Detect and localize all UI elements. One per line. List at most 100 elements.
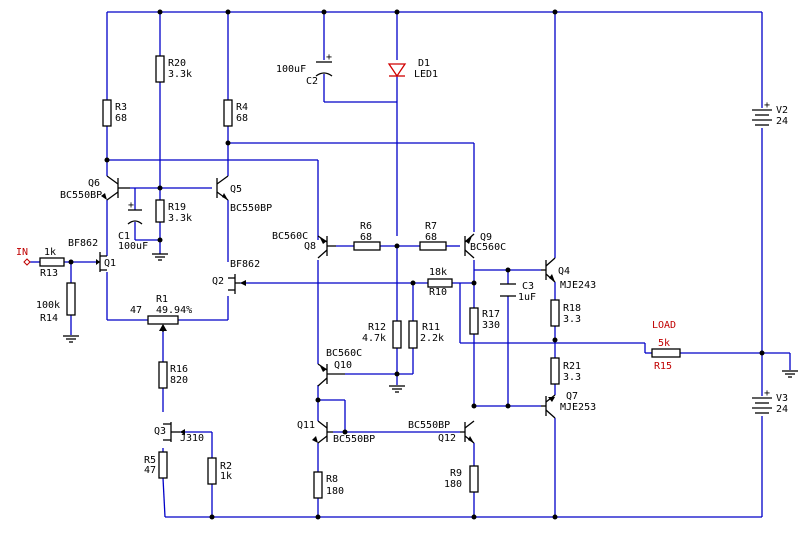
junction-dots (68, 9, 765, 520)
label-r10-value: 18k (429, 267, 447, 278)
label-r11: R11 (422, 322, 440, 333)
label-r17-value: 330 (482, 320, 500, 331)
jfet-q3 (163, 422, 180, 442)
label-r2-value: 1k (220, 471, 232, 482)
resistor-r5 (158, 451, 168, 479)
label-r21-value: 3.3 (563, 372, 581, 383)
resistor-r16 (158, 361, 168, 389)
svg-text:+: + (128, 200, 134, 211)
label-r6-value: 68 (360, 232, 372, 243)
capacitor-c3 (500, 283, 516, 297)
label-r8: R8 (326, 474, 338, 485)
resistor-r6 (353, 241, 381, 251)
label-q2-type: BF862 (230, 259, 260, 270)
label-q3-type: J310 (180, 433, 204, 444)
label-r19: R19 (168, 202, 186, 213)
label-r15-value: 5k (658, 338, 670, 349)
label-q12: Q12 (438, 433, 456, 444)
resistor-r10 (427, 278, 453, 288)
label-r18: R18 (563, 303, 581, 314)
resistor-r17 (469, 307, 479, 335)
label-q1: Q1 (104, 258, 116, 269)
resistor-r7 (419, 241, 447, 251)
resistor-r8 (313, 471, 323, 499)
label-r12-value: 4.7k (362, 333, 386, 344)
label-r3-value: 68 (115, 113, 127, 124)
label-r7-value: 68 (425, 232, 437, 243)
label-r17: R17 (482, 309, 500, 320)
resistors (39, 55, 681, 499)
resistor-r11 (408, 320, 418, 349)
transistor-q6 (106, 175, 130, 201)
r1-wiper-arrow (159, 324, 167, 332)
label-r20-value: 3.3k (168, 69, 192, 80)
resistor-r2 (207, 457, 217, 485)
label-d1: D1 (418, 58, 430, 69)
resistor-r21 (550, 357, 560, 385)
label-q6-type: BC550BP (60, 190, 102, 201)
resistor-r18 (550, 299, 560, 327)
label-c2-value: 100uF (276, 64, 306, 75)
label-r5: R5 (144, 455, 156, 466)
label-q5-type: BC550BP (230, 203, 272, 214)
resistor-r15 (651, 348, 681, 358)
battery-v3: + (750, 388, 774, 416)
capacitor-c1: + (127, 200, 143, 225)
label-q10-type: BC560C (326, 348, 362, 359)
label-r19-value: 3.3k (168, 213, 192, 224)
label-v2: V2 (776, 105, 788, 116)
label-r6: R6 (360, 221, 372, 232)
label-r14: R14 (40, 313, 58, 324)
label-r12: R12 (368, 322, 386, 333)
label-r5-value: 47 (144, 465, 156, 476)
label-in: IN (16, 247, 28, 258)
label-c1-value: 100uF (118, 241, 148, 252)
label-r2: R2 (220, 461, 232, 472)
label-q4-type: MJE243 (560, 280, 596, 291)
transistor-arrows (96, 193, 555, 443)
label-r9: R9 (450, 468, 462, 479)
label-r10: R10 (429, 287, 447, 298)
label-q5: Q5 (230, 184, 242, 195)
resistor-r19 (155, 199, 165, 223)
label-v3: V3 (776, 393, 788, 404)
label-r8-value: 180 (326, 486, 344, 497)
label-q7-type: MJE253 (560, 402, 596, 413)
ground-r12 (389, 385, 405, 393)
label-c3: C3 (522, 281, 534, 292)
label-r15: R15 (654, 361, 672, 372)
resistor-r1 (147, 315, 179, 325)
label-r1-value: 47 (130, 305, 142, 316)
label-c2: C2 (306, 76, 318, 87)
resistor-r9 (469, 465, 479, 493)
label-r13: R13 (40, 268, 58, 279)
label-c1: C1 (118, 231, 130, 242)
label-q8-type: BC560C (272, 231, 308, 242)
label-r21: R21 (563, 361, 581, 372)
label-q12-type: BC550BP (408, 420, 450, 431)
label-r9-value: 180 (444, 479, 462, 490)
label-q1-type: BF862 (68, 238, 98, 249)
ground-r19 (152, 253, 168, 261)
label-r1-position: 49.94% (156, 305, 192, 316)
label-r16: R16 (170, 364, 188, 375)
label-q8: Q8 (304, 241, 316, 252)
svg-text:+: + (764, 100, 770, 111)
resistor-r20 (155, 55, 165, 83)
svg-text:+: + (764, 388, 770, 399)
label-q3: Q3 (154, 426, 166, 437)
transistor-q11 (317, 420, 333, 444)
label-r11-value: 2.2k (420, 333, 444, 344)
label-r3: R3 (115, 102, 127, 113)
label-v3-value: 24 (776, 404, 788, 415)
label-q4: Q4 (558, 266, 570, 277)
label-r18-value: 3.3 (563, 314, 581, 325)
label-r7: R7 (425, 221, 437, 232)
label-q7: Q7 (566, 391, 578, 402)
label-r14-value: 100k (36, 300, 60, 311)
label-r4: R4 (236, 102, 248, 113)
svg-text:+: + (326, 52, 332, 63)
label-q6: Q6 (88, 178, 100, 189)
label-d1-type: LED1 (414, 69, 438, 80)
